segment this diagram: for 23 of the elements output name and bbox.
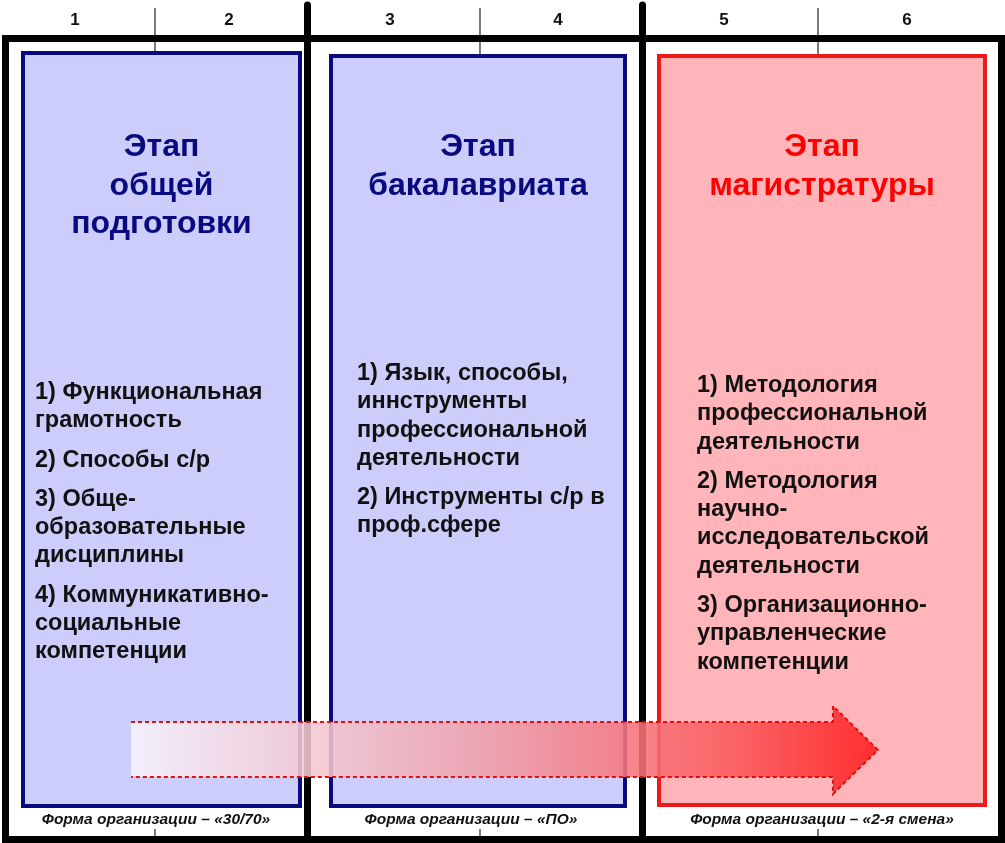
organization-form-caption: Форма организации – «2-я смена» — [690, 808, 954, 828]
list-item: 3) Организационно-управленческие компетенции — [697, 590, 928, 675]
list-item: 2) Способы с/р — [35, 444, 212, 473]
column-number: 3 — [385, 10, 395, 30]
list-item: 1) Функциональная грамотность — [35, 377, 264, 434]
column-number: 6 — [902, 10, 912, 30]
list-item: 4) Коммуникативно-социальные компетенции — [35, 579, 270, 665]
column-number: 4 — [553, 10, 563, 30]
stage-title: Этап бакалавриата — [368, 126, 588, 203]
stage-title: Этап общей подготовки — [71, 126, 252, 242]
list-item: 3) Обще-образовательные дисциплины — [35, 483, 247, 569]
organization-form-caption: Форма организации – «ПО» — [364, 808, 578, 828]
stage-column-frame — [311, 35, 646, 843]
stage-title: Этап магистратуры — [709, 126, 935, 203]
list-item: 2) Инструменты с/р в проф.сфере — [357, 482, 606, 539]
column-number: 2 — [224, 10, 234, 30]
column-number: 1 — [70, 10, 80, 30]
column-number: 5 — [719, 10, 729, 30]
list-item: 2) Методология научно-исследовательской деятельности — [697, 465, 931, 580]
organization-form-caption: Форма организации – «30/70» — [41, 808, 271, 828]
list-item: 1) Язык, способы, иннструменты профессиональной деятельности — [357, 358, 589, 472]
stage-panel — [329, 54, 627, 808]
list-item: 1) Методология профессиональной деятельности — [697, 370, 929, 455]
